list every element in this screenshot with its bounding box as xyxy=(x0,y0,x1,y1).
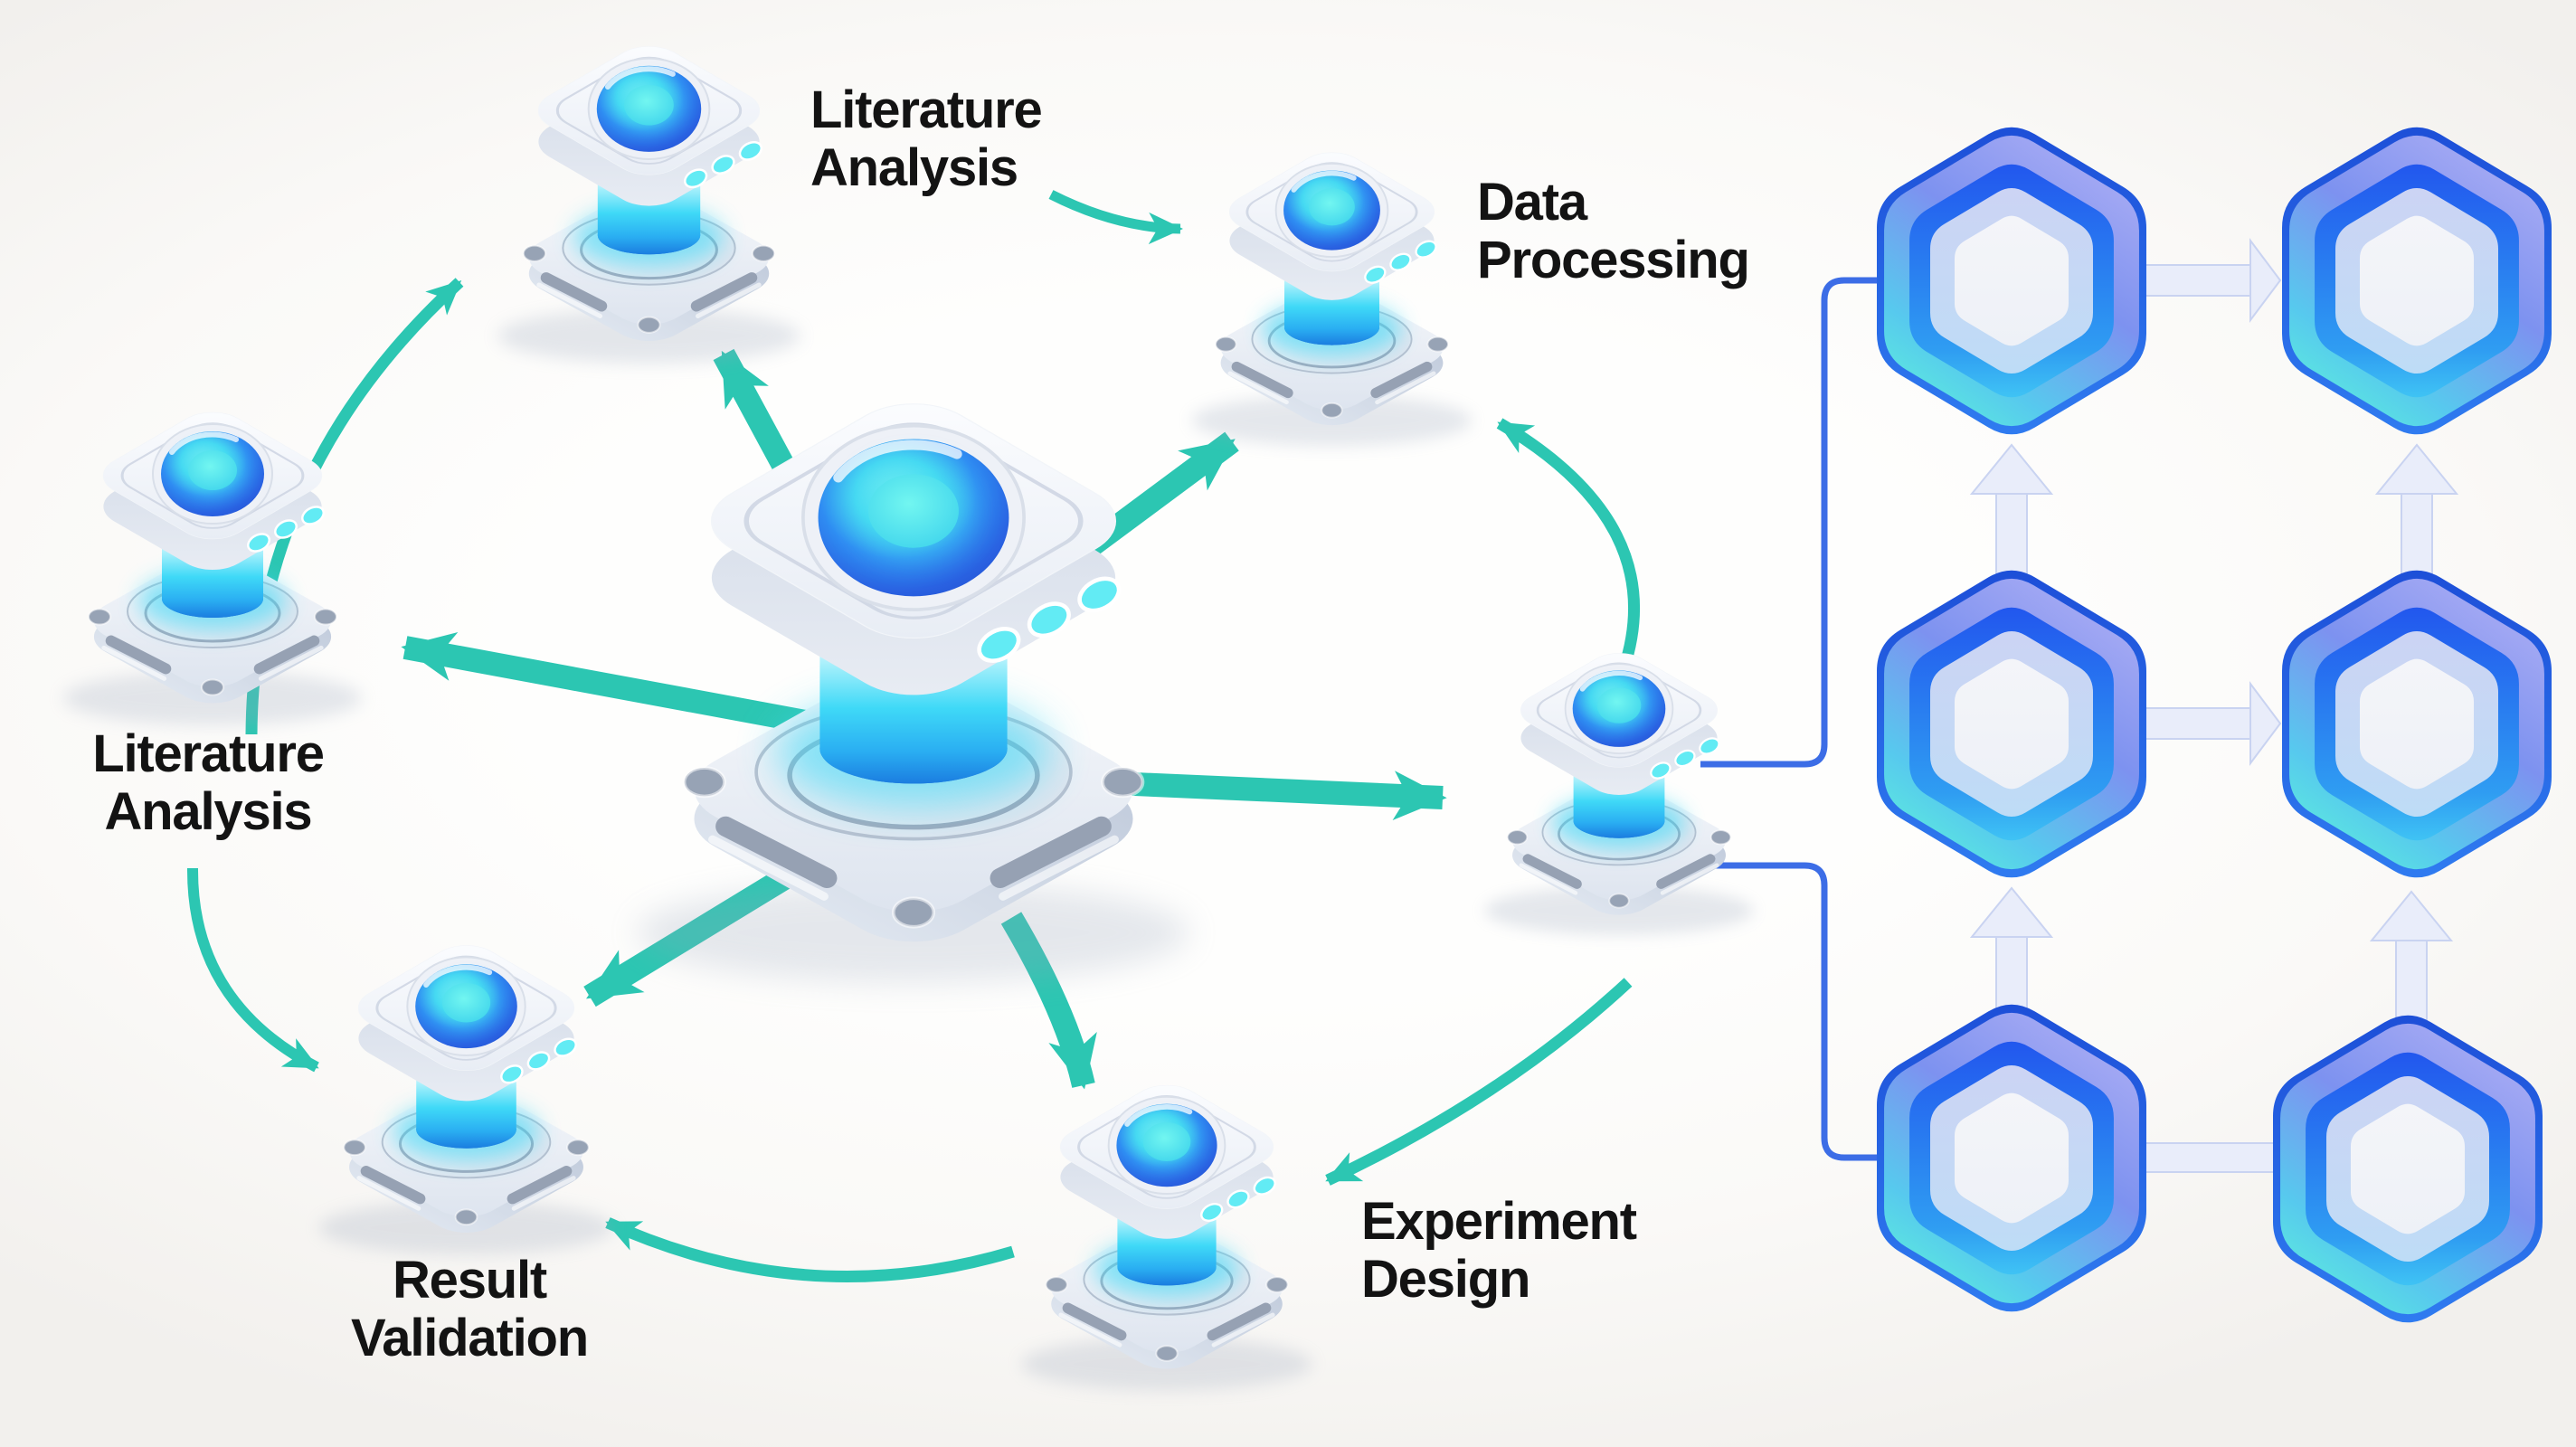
hex-link-shaft-r1 xyxy=(2134,264,2255,297)
hex-link-bar-r3 xyxy=(2125,1142,2294,1173)
node-data-processing-icon xyxy=(1192,145,1472,446)
label-result-validation: Result Validation xyxy=(351,1251,589,1367)
hex-r3c2 xyxy=(2273,1015,2543,1323)
arrow-label-to-top-right-curve xyxy=(1048,190,1183,245)
node-result-validation-icon xyxy=(319,937,614,1254)
hex-r1c1 xyxy=(1877,127,2146,435)
arrow-hub-to-right xyxy=(1113,771,1447,820)
label-literature-analysis-top: Literature Analysis xyxy=(810,80,1043,197)
hex-link-head-r2 xyxy=(2249,681,2282,766)
arrow-hub-to-left xyxy=(401,631,828,737)
connector-right-node-to-hex-row3 xyxy=(1709,862,1881,1161)
hex-r1c2 xyxy=(2282,127,2552,435)
arrow-right-to-top-right-curve xyxy=(1496,418,1641,672)
connector-right-node-to-hex-row1 xyxy=(1700,277,1881,768)
arrow-left-label-to-bottom-left-curve xyxy=(186,867,319,1073)
hex-link-shaft-r2 xyxy=(2134,707,2255,740)
node-right-processor-icon xyxy=(1485,646,1754,935)
hex-grid xyxy=(1877,127,2552,1323)
arrow-right-to-bottom-center-curve xyxy=(1325,978,1633,1186)
node-central-hub-icon xyxy=(638,388,1190,983)
label-data-processing: Data Processing xyxy=(1477,173,1750,289)
hex-r2c1 xyxy=(1877,570,2146,878)
hex-link-head-c2-upper xyxy=(2374,443,2459,495)
label-experiment-design: Experiment Design xyxy=(1361,1192,1637,1309)
arrow-bottom-center-to-bottom-left-curve xyxy=(605,1217,1015,1283)
hex-link-head-c1-lower xyxy=(1969,886,2054,938)
hex-link-head-c2-lower xyxy=(2369,890,2454,941)
node-experiment-design-icon xyxy=(1021,1077,1312,1391)
connector-lines xyxy=(1700,277,1881,1161)
hex-link-head-r1 xyxy=(2249,238,2282,323)
hex-r3c1 xyxy=(1877,1004,2146,1312)
label-literature-analysis-left: Literature Analysis xyxy=(92,724,325,841)
node-top-processor-icon xyxy=(497,38,800,364)
hex-r2c2 xyxy=(2282,570,2552,878)
hex-link-head-c1-upper xyxy=(1969,443,2054,495)
